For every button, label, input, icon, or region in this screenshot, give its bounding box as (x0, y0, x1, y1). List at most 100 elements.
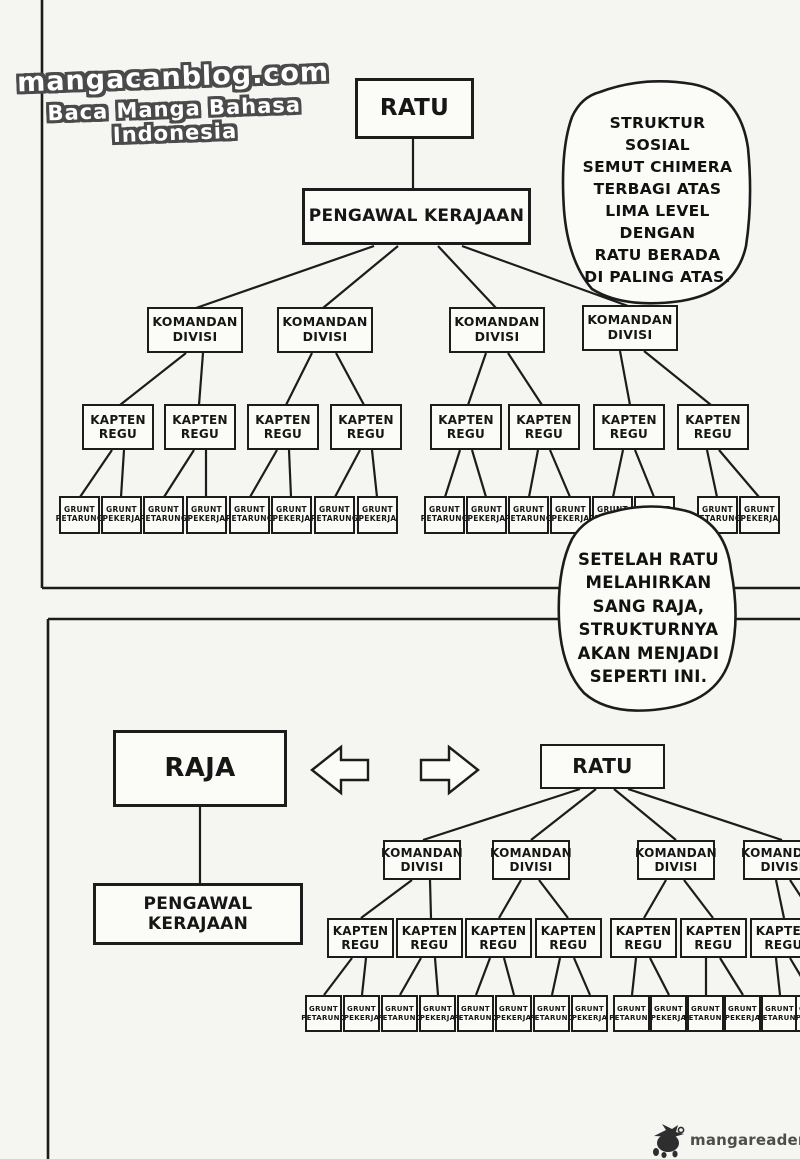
box-grunt-pekerja: GRUNT PEKERJA (724, 995, 761, 1032)
box-grunt-pekerja: GRUNT PEKERJA (357, 496, 398, 534)
box-grunt-petarung-label: GRUNT PETARUNG (609, 1005, 654, 1022)
box-komandan-divisi-label: KOMANDAN DIVISI (741, 845, 800, 874)
box-kapten-regu-label: KAPTEN REGU (332, 923, 389, 952)
box-komandan-divisi: KOMANDAN DIVISI (582, 305, 678, 351)
box-kapten-regu: KAPTEN REGU (247, 404, 319, 450)
box-grunt-pekerja: GRUNT PEKERJA (419, 995, 456, 1032)
box-grunt-pekerja-label: GRUNT PEKERJA (102, 505, 141, 523)
box-komandan-divisi: KOMANDAN DIVISI (381, 840, 463, 880)
box-grunt-petarung: GRUNT PETARUNG (609, 995, 654, 1032)
box-komandan-divisi: KOMANDAN DIVISI (147, 307, 243, 353)
box-grunt-pekerja: GRUNT PEKERJA (571, 995, 608, 1032)
box-grunt-pekerja: GRUNT PEKERJA (186, 496, 227, 534)
box-kapten-regu: KAPTEN REGU (396, 918, 463, 958)
box-grunt-pekerja-label: GRUNT PEKERJA (495, 1005, 532, 1022)
arrow-right-icon (419, 744, 480, 796)
box-grunt-pekerja: GRUNT PEKERJA (495, 995, 532, 1032)
box-grunt-petarung-label: GRUNT PETARUNG (504, 505, 553, 523)
speech-bubble-top-text: STRUKTUR SOSIAL SEMUT CHIMERA TERBAGI AT… (582, 114, 733, 286)
box-raja-label: RAJA (164, 753, 236, 784)
box-kapten-regu: KAPTEN REGU (82, 404, 154, 450)
box-kapten-regu-label: KAPTEN REGU (755, 923, 800, 952)
box-kapten-regu: KAPTEN REGU (430, 404, 502, 450)
box-grunt-pekerja: GRUNT PEKERJA (550, 496, 591, 534)
box-grunt-pekerja: GRUNT PEKERJA (101, 496, 142, 534)
box-kapten-regu-label: KAPTEN REGU (685, 412, 741, 441)
box-komandan-divisi-label: KOMANDAN DIVISI (381, 845, 463, 874)
box-komandan-divisi: KOMANDAN DIVISI (635, 840, 717, 880)
box-pengawal-top: PENGAWAL KERAJAAN (302, 188, 531, 245)
box-kapten-regu: KAPTEN REGU (330, 404, 402, 450)
box-kapten-regu: KAPTEN REGU (750, 918, 800, 958)
box-grunt-petarung: GRUNT PETARUNG (683, 995, 728, 1032)
box-kapten-regu-label: KAPTEN REGU (516, 412, 572, 441)
box-grunt-pekerja-label: GRUNT PEKERJA (724, 1005, 761, 1022)
box-grunt-petarung-label: GRUNT PETARUNG (529, 1005, 574, 1022)
box-grunt-pekerja-label: GRUNT PEKERJA (740, 505, 779, 523)
box-kapten-regu-label: KAPTEN REGU (401, 923, 458, 952)
box-grunt-pekerja: GRUNT PEKERJA (271, 496, 312, 534)
box-kapten-regu: KAPTEN REGU (465, 918, 532, 958)
box-kapten-regu-label: KAPTEN REGU (470, 923, 527, 952)
box-kapten-regu-label: KAPTEN REGU (615, 923, 672, 952)
box-grunt-pekerja-label: GRUNT PEKERJA (343, 1005, 380, 1022)
box-komandan-divisi-label: KOMANDAN DIVISI (490, 845, 572, 874)
speech-bubble-top (561, 80, 752, 305)
box-grunt-pekerja-label: GRUNT PEKERJA (571, 1005, 608, 1022)
box-grunt-pekerja-label: GRUNT PEKERJA (419, 1005, 456, 1022)
box-grunt-petarung-label: GRUNT PETARUNG (757, 1005, 800, 1022)
box-kapten-regu: KAPTEN REGU (535, 918, 602, 958)
box-grunt-petarung-label: GRUNT PETARUNG (55, 505, 104, 523)
box-kapten-regu-label: KAPTEN REGU (438, 412, 494, 441)
box-ratu-bottom: RATU (540, 744, 665, 789)
box-pengawal-top-label: PENGAWAL KERAJAAN (308, 206, 525, 227)
box-ratu-top-label: RATU (379, 94, 450, 121)
box-komandan-divisi-label: KOMANDAN DIVISI (152, 314, 238, 344)
bottom-diagram-lines (198, 787, 800, 996)
box-grunt-pekerja: GRUNT PEKERJA (466, 496, 507, 534)
box-grunt-pekerja-label: GRUNT PEKERJA (187, 505, 226, 523)
box-grunt-petarung-label: GRUNT PETARUNG (139, 505, 188, 523)
box-komandan-divisi: KOMANDAN DIVISI (277, 307, 373, 353)
box-grunt-petarung: GRUNT PETARUNG (453, 995, 498, 1032)
box-kapten-regu: KAPTEN REGU (610, 918, 677, 958)
box-kapten-regu-label: KAPTEN REGU (90, 412, 146, 441)
top-diagram-lines (79, 139, 760, 498)
box-komandan-divisi-label: KOMANDAN DIVISI (635, 845, 717, 874)
box-kapten-regu-label: KAPTEN REGU (338, 412, 394, 441)
box-grunt-petarung: GRUNT PETARUNG (377, 995, 422, 1032)
box-kapten-regu: KAPTEN REGU (327, 918, 394, 958)
box-grunt-petarung-label: GRUNT PETARUNG (683, 1005, 728, 1022)
mangareader-mascot-icon (653, 1124, 685, 1158)
box-kapten-regu-label: KAPTEN REGU (172, 412, 228, 441)
box-komandan-divisi-label: KOMANDAN DIVISI (282, 314, 368, 344)
box-grunt-pekerja: GRUNT PEKERJA (343, 995, 380, 1032)
box-grunt-petarung: GRUNT PETARUNG (226, 496, 273, 534)
watermark: mangacanblog.com Baca Manga Bahasa Indon… (13, 56, 336, 150)
footer-site-label: mangareader.net (690, 1131, 800, 1149)
speech-bubble-bottom (557, 505, 737, 712)
box-komandan-divisi: KOMANDAN DIVISI (741, 840, 800, 880)
box-komandan-divisi-label: KOMANDAN DIVISI (454, 314, 540, 344)
box-grunt-petarung: GRUNT PETARUNG (301, 995, 346, 1032)
box-grunt-petarung-label: GRUNT PETARUNG (225, 505, 274, 523)
box-grunt-pekerja-label: GRUNT PEKERJA (650, 1005, 687, 1022)
box-kapten-regu: KAPTEN REGU (164, 404, 236, 450)
box-pengawal-bottom: PENGAWAL KERAJAAN (93, 883, 303, 945)
box-kapten-regu-label: KAPTEN REGU (685, 923, 742, 952)
box-grunt-petarung-label: GRUNT PETARUNG (377, 1005, 422, 1022)
box-kapten-regu: KAPTEN REGU (677, 404, 749, 450)
box-grunt-pekerja-label: GRUNT PEKERJA (358, 505, 397, 523)
box-pengawal-bottom-label: PENGAWAL KERAJAAN (143, 893, 253, 934)
box-grunt-pekerja-label: GRUNT PEKERJA (272, 505, 311, 523)
box-kapten-regu: KAPTEN REGU (508, 404, 580, 450)
box-grunt-petarung: GRUNT PETARUNG (505, 496, 552, 534)
box-grunt-petarung: GRUNT PETARUNG (421, 496, 468, 534)
box-grunt-petarung-label: GRUNT PETARUNG (301, 1005, 346, 1022)
box-ratu-top: RATU (355, 78, 474, 139)
box-kapten-regu-label: KAPTEN REGU (601, 412, 657, 441)
box-grunt-petarung-label: GRUNT PETARUNG (453, 1005, 498, 1022)
box-komandan-divisi: KOMANDAN DIVISI (490, 840, 572, 880)
